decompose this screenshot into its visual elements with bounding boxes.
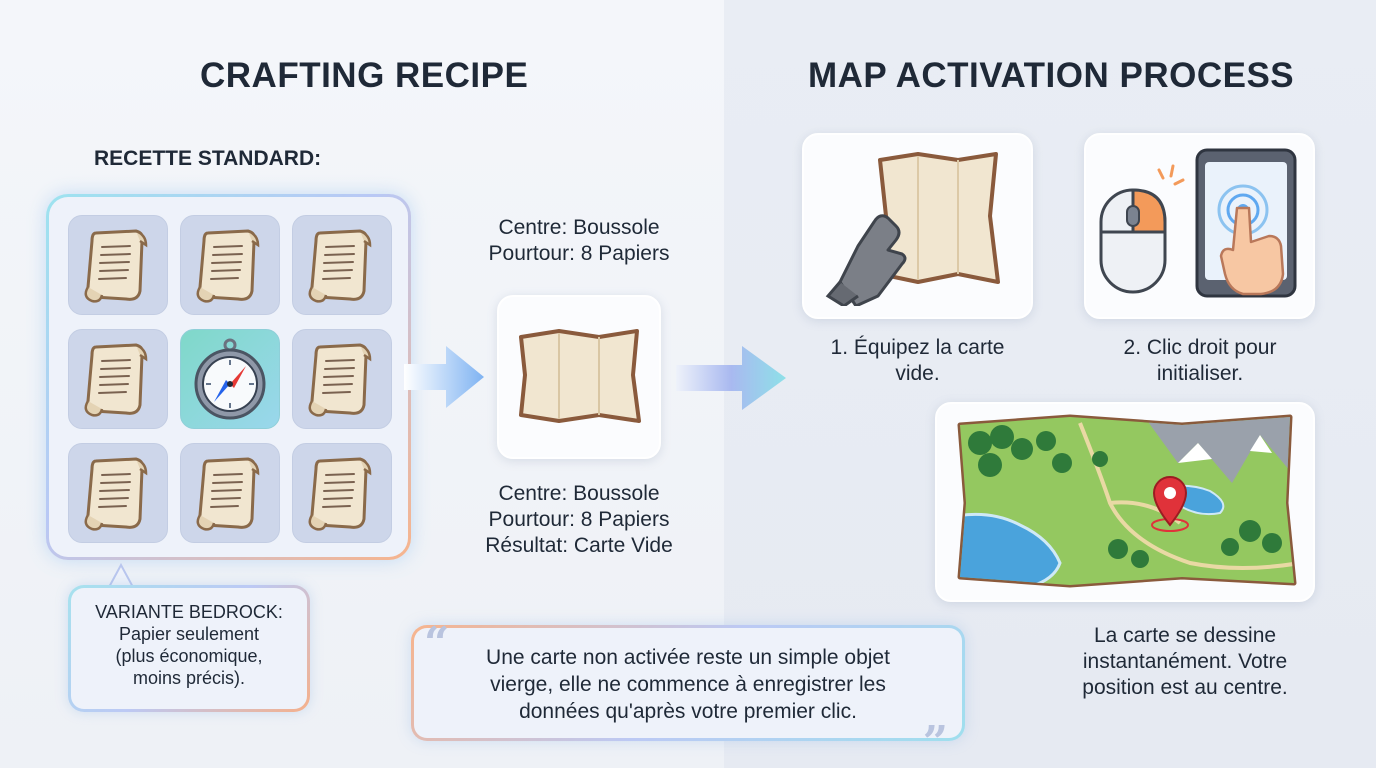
paper-icon [84, 457, 148, 531]
empty-map-result[interactable] [497, 295, 661, 459]
recipe-result-label: Résultat: Carte Vide [485, 534, 673, 557]
map-caption-line: position est au centre. [1082, 676, 1288, 699]
activated-map-card[interactable] [935, 402, 1315, 602]
right-click-card[interactable] [1084, 133, 1315, 319]
bedrock-title: VARIANTE BEDROCK: [95, 602, 283, 622]
crafting-grid [46, 194, 411, 560]
paper-icon [196, 457, 260, 531]
step-1-line: vide. [895, 362, 940, 385]
recipe-border-label: Pourtour: 8 Papiers [488, 242, 670, 265]
grid-slot-paper[interactable] [180, 443, 280, 543]
recipe-top-text: Centre: Boussole Pourtour: 8 Papiers [440, 215, 718, 267]
step-1-text: 1. Équipez la carte vide. [790, 335, 1045, 387]
grid-slot-paper[interactable] [180, 215, 280, 315]
quote-line: vierge, elle ne commence à enregistrer l… [490, 673, 886, 696]
hand-holding-map-icon [825, 152, 1000, 306]
step-1-line: 1. Équipez la carte [830, 336, 1005, 359]
open-quote-icon: “ [424, 618, 450, 669]
grid-slot-paper[interactable] [292, 215, 392, 315]
compass-icon [194, 338, 266, 420]
grid-slot-paper[interactable] [68, 443, 168, 543]
map-caption-line: instantanément. Votre [1082, 650, 1288, 673]
paper-icon [308, 343, 372, 417]
map-caption-line: La carte se dessine [1093, 624, 1277, 647]
grid-slot-paper[interactable] [292, 443, 392, 543]
step-2-line: 2. Clic droit pour [1123, 336, 1277, 359]
close-quote-icon: ” [922, 717, 948, 768]
recipe-bottom-text: Centre: Boussole Pourtour: 8 Papiers Rés… [440, 481, 718, 559]
paper-icon [196, 229, 260, 303]
mouse-icon [1099, 164, 1184, 294]
quote-line: données qu'après votre premier clic. [519, 700, 857, 723]
mouse-and-tablet-tap-icon [1099, 148, 1296, 298]
bedrock-line: Papier seulement [118, 624, 260, 644]
crafting-recipe-title: CRAFTING RECIPE [200, 56, 529, 95]
grid-slot-paper[interactable] [68, 215, 168, 315]
map-activation-title: MAP ACTIVATION PROCESS [808, 56, 1295, 95]
arrow-to-result-icon [404, 346, 484, 408]
map-caption: La carte se dessine instantanément. Votr… [1040, 623, 1330, 701]
recipe-center-label: Centre: Boussole [498, 216, 660, 239]
bedrock-variant-callout: VARIANTE BEDROCK: Papier seulement (plus… [68, 585, 310, 712]
bedrock-line: (plus économique, [115, 646, 263, 666]
equip-map-card[interactable] [802, 133, 1033, 319]
quote-line: Une carte non activée reste un simple ob… [486, 646, 890, 669]
paper-icon [308, 457, 372, 531]
bedrock-line: moins précis). [132, 668, 246, 688]
step-2-text: 2. Clic droit pour initialiser. [1070, 335, 1330, 387]
arrow-to-activation-icon [676, 346, 786, 410]
activated-map-icon [957, 414, 1297, 588]
paper-icon [84, 229, 148, 303]
recipe-border-label: Pourtour: 8 Papiers [488, 508, 670, 531]
grid-slot-paper[interactable] [68, 329, 168, 429]
grid-slot-compass[interactable] [180, 329, 280, 429]
step-2-line: initialiser. [1156, 362, 1244, 385]
activation-note-quote: “ Une carte non activée reste un simple … [411, 618, 965, 765]
location-pin-icon [1151, 476, 1189, 532]
paper-icon [84, 343, 148, 417]
recipe-subtitle: RECETTE STANDARD: [94, 147, 322, 170]
empty-map-icon [519, 329, 641, 423]
tablet-icon [1195, 148, 1296, 298]
recipe-center-label: Centre: Boussole [498, 482, 660, 505]
callout-pointer-icon [106, 563, 136, 589]
grid-slot-paper[interactable] [292, 329, 392, 429]
paper-icon [308, 229, 372, 303]
